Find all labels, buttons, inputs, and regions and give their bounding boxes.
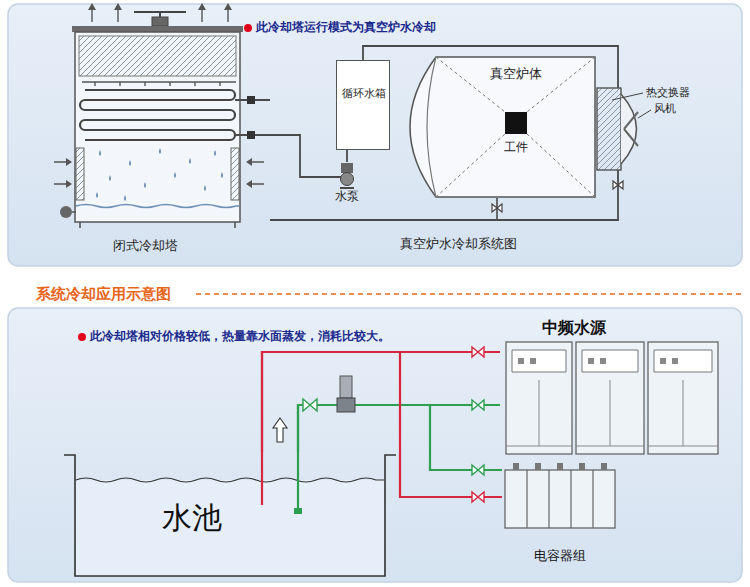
furnace-head-line: [427, 57, 436, 197]
check-valve: [303, 399, 317, 411]
coil-stub-pipe: [235, 100, 270, 135]
fan-blade: [624, 112, 638, 146]
mf-power-source: 中频水源: [500, 316, 724, 458]
water-surface: [76, 478, 384, 482]
water-pump: 水泵: [330, 162, 364, 204]
cabinet-indicator: [518, 358, 678, 364]
pump-pipe: [330, 177, 354, 188]
node-label: 循环水箱: [340, 87, 388, 100]
pump-motor: [340, 376, 352, 398]
stub-valve: [247, 96, 255, 139]
note-text: 此冷却塔相对价格较低，热量靠水面蒸发，消耗比较大。: [90, 329, 390, 343]
note-dot: [244, 24, 252, 32]
heat-exchanger: 热交换器风机: [596, 86, 706, 170]
part-label: 风机: [654, 102, 694, 115]
leader-line: [612, 93, 651, 118]
bottom-panel: [8, 308, 742, 582]
basin-water: [76, 205, 239, 208]
cabinet-panel: [512, 350, 712, 372]
figure-caption: 真空炉水冷却系统图: [400, 236, 517, 252]
inlet-air-arrow-head: [66, 158, 252, 188]
return-valve: [472, 347, 484, 502]
workpiece-block: [505, 112, 527, 134]
pump-body: [341, 173, 354, 186]
note-dot: [78, 333, 86, 341]
node-label: 闭式冷却塔: [60, 238, 230, 254]
pipe-connector: [262, 352, 500, 452]
air-arrow-shaft: [92, 8, 228, 22]
air-arrow-head: [88, 3, 232, 10]
top-panel: [8, 4, 742, 266]
node-heading: 中频水源: [542, 318, 632, 337]
fan-housing: [621, 94, 637, 164]
pump-motor: [341, 163, 353, 173]
node-label: 工件: [496, 140, 536, 154]
capacitor-body: [505, 470, 615, 528]
inlet-air-arrow-shaft: [54, 162, 264, 184]
vacuum-furnace: 真空炉体工件: [396, 56, 596, 198]
fill-media: [79, 36, 236, 76]
node-label: 水池: [162, 500, 252, 536]
cooling-tower: 闭式冷却塔: [60, 8, 270, 258]
node-label: 电容器组: [502, 548, 618, 564]
pump-body: [337, 398, 355, 412]
louver: [231, 148, 239, 200]
heat-exchanger-core: [597, 88, 621, 170]
pipe-connector: [270, 135, 330, 177]
water-tank: 循环水箱: [336, 60, 390, 150]
flow-arrow: [273, 418, 287, 442]
note-text: 此冷却塔运行模式为真空炉水冷却: [256, 20, 436, 34]
fan-hub: [152, 17, 168, 26]
supply-valve: [472, 400, 484, 475]
pool-water: [76, 480, 384, 576]
support-line: [436, 57, 595, 197]
furnace-shell: [410, 57, 595, 197]
spray-pump: [60, 206, 72, 218]
title-dash-line: [196, 293, 742, 295]
capacitor-divider: [527, 470, 593, 528]
pipe-connector: [346, 150, 348, 162]
capacitor-bank: 电容器组: [502, 462, 618, 568]
spray-header: [82, 82, 236, 86]
cooling-coil: [80, 90, 235, 140]
water-drops: [96, 148, 223, 201]
tower-roof: [72, 26, 243, 32]
spray-pump-pipe: [72, 212, 235, 228]
workpiece: 工件: [500, 112, 532, 160]
part-label: 热交换器: [646, 86, 704, 99]
node-label: 水泵: [330, 189, 364, 203]
louver: [76, 148, 84, 200]
section-title: 系统冷却应用示意图: [36, 285, 171, 303]
pool-wall: [64, 455, 396, 576]
suction-pipe-in-water: [297, 452, 299, 508]
return-pipe-in-water: [261, 452, 263, 505]
cabinet-door-seam: [506, 380, 718, 446]
header-stub: [617, 86, 619, 88]
foot-valve: [294, 508, 302, 514]
tower-body: [75, 32, 240, 222]
water-pool: 水池: [62, 452, 398, 578]
node-label: 真空炉体: [436, 66, 596, 82]
capacitor-terminal: [513, 463, 607, 470]
